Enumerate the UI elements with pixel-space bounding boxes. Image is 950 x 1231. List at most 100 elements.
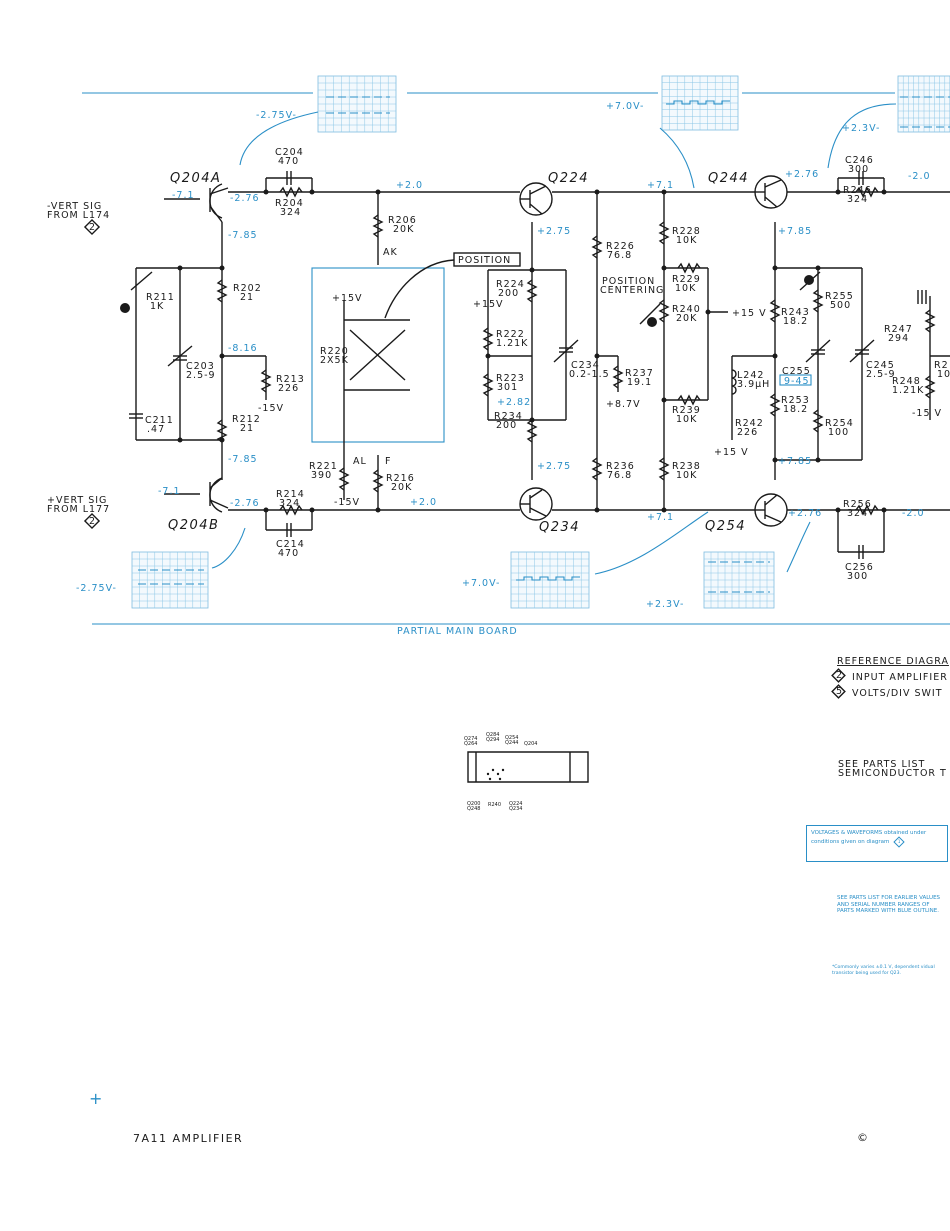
transistor-q224	[519, 182, 553, 216]
svg-text:R222: R222	[496, 329, 525, 340]
svg-text:C203: C203	[186, 361, 215, 372]
svg-text:0.2-1.5: 0.2-1.5	[569, 369, 610, 380]
svg-text:-2.0: -2.0	[902, 508, 925, 519]
input-vert-plus-label: +VERT SIG	[47, 495, 107, 506]
diagram-ref-diamond-icon	[83, 218, 101, 530]
svg-text:R223: R223	[496, 373, 525, 384]
svg-text:R202: R202	[233, 283, 262, 294]
transistor-q204b	[209, 477, 229, 513]
diagram-ref-icon: 1	[893, 836, 905, 848]
input-vert-plus-source: FROM L177	[47, 504, 110, 515]
svg-text:-8.16: -8.16	[228, 343, 258, 354]
resistor-symbols	[216, 186, 936, 516]
scope-label-275b: -2.75V-	[76, 583, 117, 594]
svg-text:R240: R240	[488, 802, 501, 808]
svg-text:-7.85: -7.85	[228, 230, 258, 241]
svg-text:R253: R253	[781, 395, 810, 406]
svg-text:300: 300	[848, 164, 869, 175]
scope-waveform-5	[510, 551, 590, 609]
svg-text:324: 324	[847, 508, 868, 519]
svg-text:R238: R238	[672, 461, 701, 472]
svg-text:C246: C246	[845, 155, 874, 166]
svg-text:+8.7V: +8.7V	[606, 399, 641, 410]
q224-label: Q224	[548, 171, 589, 186]
svg-text:R228: R228	[672, 226, 701, 237]
svg-text:R236: R236	[606, 461, 635, 472]
svg-text:1.21K: 1.21K	[892, 385, 924, 396]
svg-text:301: 301	[497, 382, 518, 393]
svg-text:2.5-9: 2.5-9	[866, 369, 896, 380]
svg-text:10K: 10K	[676, 235, 697, 246]
svg-text:2X5K: 2X5K	[320, 355, 349, 366]
svg-text:Q244: Q244	[505, 740, 518, 746]
supply-plus15-r242: +15 V	[714, 447, 749, 458]
svg-text:R255: R255	[825, 291, 854, 302]
svg-text:+2.75: +2.75	[537, 461, 571, 472]
svg-text:294: 294	[888, 333, 909, 344]
svg-text:-2.76: -2.76	[230, 193, 260, 204]
voltage-readings: -7.1 -2.76 -7.85 +2.0 -8.16 -7.85 -7.1 -…	[158, 169, 930, 523]
scope-waveform-1	[317, 75, 397, 133]
svg-text:2.5-9: 2.5-9	[186, 370, 216, 381]
transistor-q204a	[209, 183, 229, 223]
svg-text:R220: R220	[320, 346, 349, 357]
svg-text:R246: R246	[843, 185, 872, 196]
svg-text:-2.76: -2.76	[230, 498, 260, 509]
board-locator-labels: Q274 Q264 Q284 Q294 Q254 Q244 Q204 Q200 …	[464, 732, 537, 812]
svg-text:200: 200	[496, 420, 517, 431]
svg-text:10: 10	[937, 369, 950, 380]
svg-text:300: 300	[847, 571, 868, 582]
svg-text:226: 226	[737, 427, 758, 438]
ak-label: AK	[383, 247, 398, 258]
reference-diamond-icon	[831, 668, 846, 699]
reference-item1-text: INPUT AMPLIFIER	[852, 672, 948, 683]
svg-text:C256: C256	[845, 562, 874, 573]
svg-text:C234: C234	[571, 360, 600, 371]
reference-diagrams-title: REFERENCE DIAGRA	[837, 656, 949, 667]
scope-waveform-3	[897, 75, 950, 133]
svg-text:R237: R237	[625, 368, 654, 379]
scope-waveform-6	[703, 551, 775, 609]
svg-text:Q274: Q274	[464, 736, 477, 742]
supply-plus15-ladder: +15V	[473, 299, 504, 310]
svg-text:324: 324	[279, 498, 300, 509]
transistor-q254	[754, 493, 788, 527]
commonly-varies-note: *Commonly varies ±0.1 V, dependent vidua…	[832, 965, 935, 976]
svg-text:Q224: Q224	[509, 801, 522, 807]
svg-text:R254: R254	[825, 418, 854, 429]
svg-text:C245: C245	[866, 360, 895, 371]
svg-text:Q234: Q234	[509, 806, 522, 812]
reference-item2-text: VOLTS/DIV SWIT	[852, 688, 943, 699]
svg-text:-7.85: -7.85	[228, 454, 258, 465]
waveform-conditions-note: VOLTAGES & WAVEFORMS obtained under cond…	[806, 825, 948, 862]
position-centering-line1: POSITION	[602, 276, 655, 287]
board-title: PARTIAL MAIN BOARD	[397, 626, 518, 637]
svg-text:76.8: 76.8	[607, 470, 632, 481]
svg-text:390: 390	[311, 470, 332, 481]
svg-text:+7.85: +7.85	[778, 456, 812, 467]
probe-arrows	[211, 103, 897, 575]
svg-text:+2.0: +2.0	[410, 497, 437, 508]
svg-text:+2.0: +2.0	[396, 180, 423, 191]
svg-text:C214: C214	[276, 539, 305, 550]
svg-text:-7.1: -7.1	[172, 190, 195, 201]
svg-text:+2.76: +2.76	[785, 169, 819, 180]
scope-waveform-2	[661, 75, 739, 131]
svg-text:Q294: Q294	[486, 737, 499, 743]
q234-label: Q234	[539, 520, 580, 535]
svg-text:R242: R242	[735, 418, 764, 429]
q204a-label: Q204A	[170, 171, 221, 186]
svg-text:20K: 20K	[393, 224, 414, 235]
svg-text:1K: 1K	[150, 301, 164, 312]
svg-text:226: 226	[278, 383, 299, 394]
junction-dots	[177, 189, 887, 513]
supply-minus15-r213: -15V	[258, 403, 284, 414]
svg-text:R214: R214	[276, 489, 305, 500]
q254-label: Q254	[705, 519, 746, 534]
svg-text:R212: R212	[232, 414, 261, 425]
scope-label-23a: +2.3V-	[842, 123, 880, 134]
svg-text:-7.1: -7.1	[158, 486, 181, 497]
reference-item2-num: 5	[836, 686, 843, 697]
